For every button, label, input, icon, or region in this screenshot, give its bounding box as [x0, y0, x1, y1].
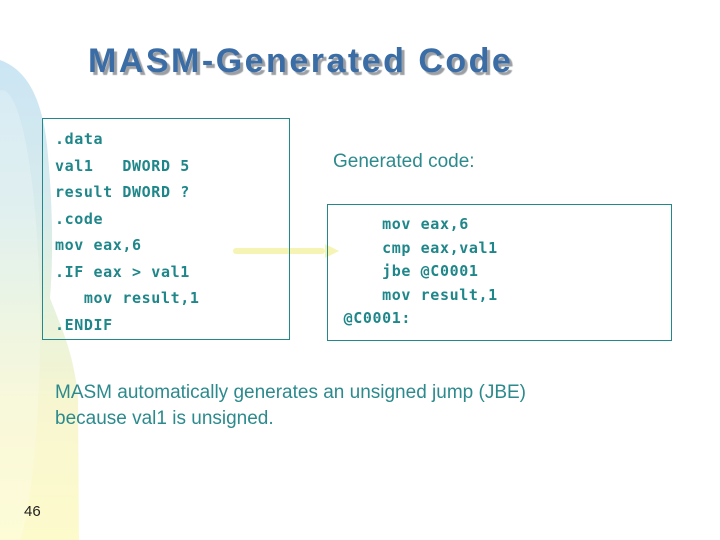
- masm-source-code-box: .data val1 DWORD 5 result DWORD ? .code …: [42, 118, 290, 340]
- generated-code-label: Generated code:: [333, 151, 475, 172]
- code-line: cmp eax,val1: [334, 238, 498, 257]
- page-title: MASM-Generated Code: [88, 42, 514, 80]
- generated-code-box: mov eax,6 cmp eax,val1 jbe @C0001 mov re…: [327, 204, 672, 341]
- page-number: 46: [24, 503, 41, 520]
- code-line: @C0001:: [334, 309, 412, 327]
- code-line: result DWORD ?: [55, 183, 190, 201]
- note-line-1: MASM automatically generates an unsigned…: [55, 382, 527, 403]
- code-line: .data: [55, 130, 104, 148]
- code-line: .code: [55, 209, 104, 228]
- code-line: val1 DWORD 5: [55, 156, 190, 175]
- code-line: mov result,1: [334, 285, 498, 304]
- code-line: .ENDIF: [55, 315, 113, 334]
- right-arrow-icon: [233, 244, 339, 258]
- code-line: mov eax,6: [55, 236, 142, 254]
- note-text: MASM automatically generates an unsigned…: [55, 380, 526, 431]
- code-line: mov eax,6: [334, 215, 469, 233]
- code-line: .IF eax > val1: [55, 262, 190, 281]
- arrow-shaft: [233, 248, 325, 254]
- arrow-head: [325, 244, 339, 258]
- note-line-2: because val1 is unsigned.: [55, 407, 274, 429]
- code-line: jbe @C0001: [334, 262, 479, 280]
- code-line: mov result,1: [55, 289, 200, 307]
